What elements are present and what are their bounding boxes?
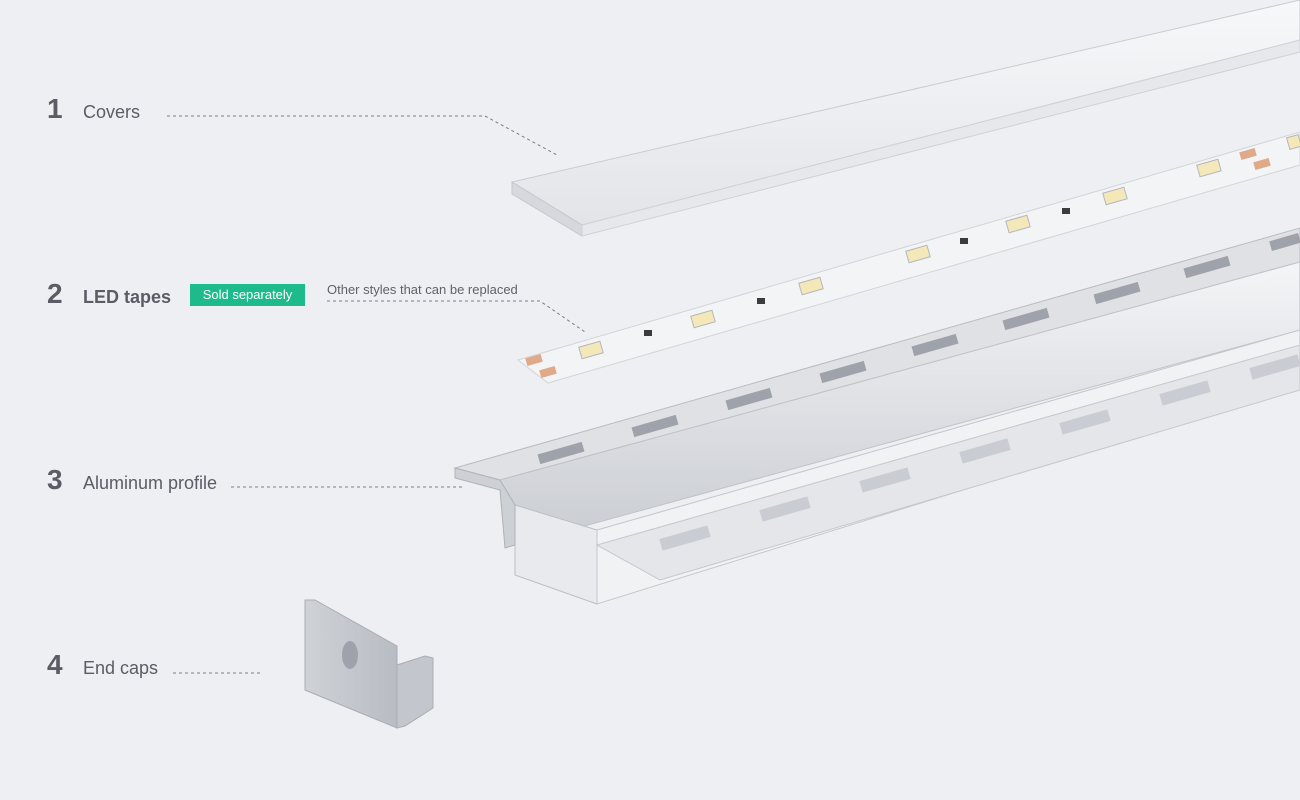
component-number: 2 — [47, 278, 63, 309]
component-row-led-tapes: 2 LED tapes — [47, 278, 171, 310]
component-label: Aluminum profile — [83, 473, 218, 493]
leader-line-covers — [167, 115, 558, 156]
component-label: LED tapes — [83, 287, 172, 307]
replaceable-styles-note: Other styles that can be replaced — [327, 282, 518, 297]
leader-line-led-tapes — [327, 300, 586, 333]
component-row-end-caps: 4 End caps — [47, 649, 158, 681]
component-label: End caps — [83, 658, 159, 678]
component-number: 4 — [47, 649, 63, 680]
component-number: 3 — [47, 464, 63, 495]
aluminum-profile-image — [453, 227, 1300, 605]
leader-lines — [167, 115, 586, 674]
sold-separately-badge: Sold separately — [190, 284, 305, 306]
component-row-covers: 1 Covers — [47, 93, 140, 125]
led-tape-image — [516, 131, 1300, 384]
component-label: Covers — [83, 102, 141, 122]
component-row-aluminum-profile: 3 Aluminum profile — [47, 464, 217, 496]
end-cap-image — [304, 599, 434, 729]
cover-diffuser-image — [510, 0, 1300, 237]
component-number: 1 — [47, 93, 63, 124]
